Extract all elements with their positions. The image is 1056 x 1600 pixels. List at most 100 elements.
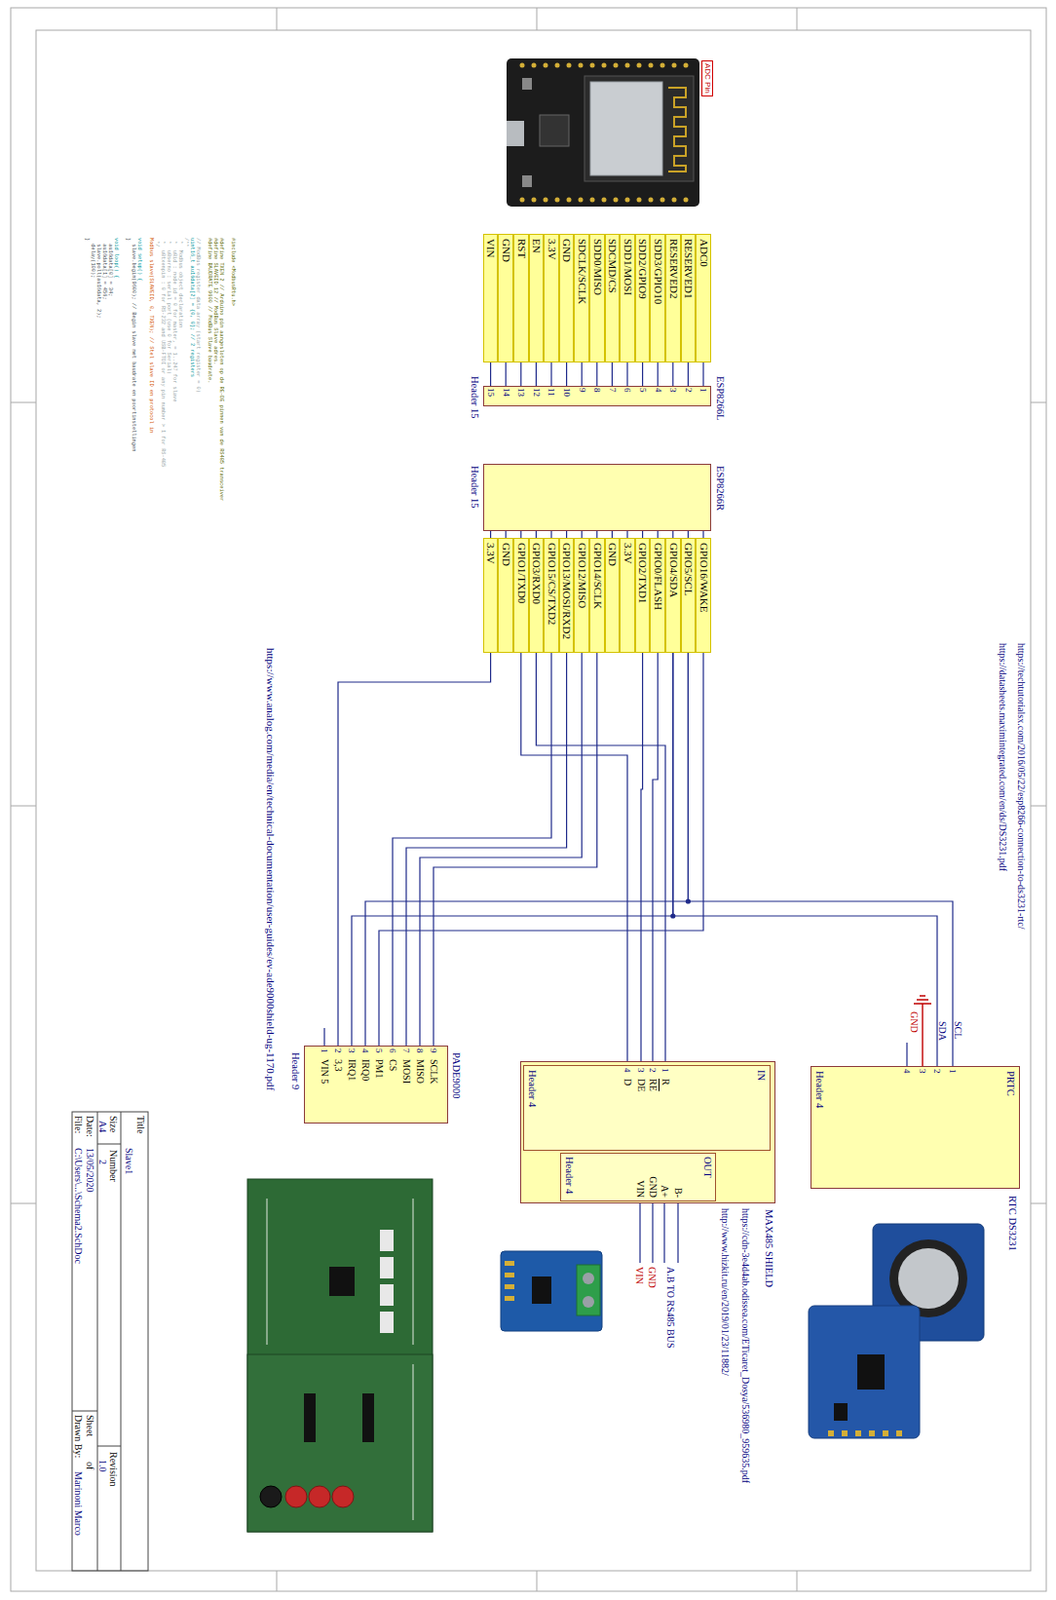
pin-name: SDCMD/CS xyxy=(604,233,621,363)
pin-row-part xyxy=(520,63,526,69)
wire-connector xyxy=(535,652,666,1065)
header-box: INHeader 4 xyxy=(523,1064,771,1151)
header-pins xyxy=(828,1430,903,1436)
pin-name: RE xyxy=(646,1078,659,1092)
pin-number: 2 xyxy=(932,1068,943,1074)
max485-photo xyxy=(500,1250,603,1331)
pin-number: 9 xyxy=(576,387,588,393)
pin-name: R xyxy=(659,1078,672,1086)
bus-wires xyxy=(640,1200,679,1263)
pin-row-part xyxy=(672,197,678,203)
component-text: Header 9 xyxy=(289,1052,302,1090)
black-terminal xyxy=(260,1485,282,1508)
pin-name: 3.3V xyxy=(543,233,560,363)
wire-connector xyxy=(419,652,582,1046)
net-label: SCL xyxy=(952,1020,964,1039)
code-line: #define TXEN 2 // Arduino pin aangeslote… xyxy=(218,237,225,501)
wire-connector xyxy=(378,652,704,1046)
pin-name: GPIO4/SDA xyxy=(665,537,681,653)
screw-terminal xyxy=(576,1264,601,1316)
photo-callout: ADC Pin xyxy=(701,60,714,97)
component-text: Header 4 xyxy=(526,1069,538,1107)
code-line: void loop() { xyxy=(113,237,119,278)
pin-row-part xyxy=(625,63,631,69)
junction-dot xyxy=(670,912,676,918)
title-block-text: Revision xyxy=(108,1451,119,1487)
header-pins-part xyxy=(882,1430,889,1436)
pin-row-part xyxy=(555,63,561,69)
pin-name: MOSI xyxy=(400,1058,413,1084)
inner-border xyxy=(36,30,1031,1571)
pin-row-part xyxy=(637,197,642,203)
eeprom-chip xyxy=(833,1402,848,1421)
usb-connector xyxy=(506,120,525,147)
header-pins xyxy=(504,1260,515,1301)
meter-chip xyxy=(329,1266,355,1296)
pin-row-part xyxy=(590,197,596,203)
component-text: Header 4 xyxy=(813,1070,826,1108)
code-line: uint16_t au16data[2] = {0, 0}; // 2 regi… xyxy=(188,237,195,378)
reference-url: http://www.hizkit.ru/en/2019/01/23/11882… xyxy=(718,1207,731,1376)
pin-number: 6 xyxy=(622,387,634,393)
header-pins-part xyxy=(868,1430,875,1436)
pin-name: RESERVED1 xyxy=(680,233,697,363)
pin-number: 3 xyxy=(667,387,679,393)
code-line: // ModBus register data array (start reg… xyxy=(194,237,201,393)
pin-number: 8 xyxy=(591,387,603,393)
wire-connector xyxy=(365,652,688,1046)
pin-name: SDCLK/SCLK xyxy=(573,233,590,363)
ct-terminal xyxy=(379,1311,394,1333)
component-name: RTC DS3231 xyxy=(1006,1195,1019,1251)
zone-ticks xyxy=(10,7,1047,1591)
pcb xyxy=(247,1178,433,1532)
pin-number: 8 xyxy=(414,1048,426,1054)
pin-name: GPIO14/SCLK xyxy=(589,537,605,653)
pin-name: SDD1/MOSI xyxy=(619,233,636,363)
title-block-text: C:\Users\...\Schema2.SchDoc xyxy=(73,1147,84,1264)
pin-name: IRQ0 xyxy=(359,1058,372,1081)
bus-wire xyxy=(640,1200,679,1263)
outer-border xyxy=(10,7,1047,1591)
title-block-text: Marinoni Marco xyxy=(73,1470,84,1536)
pin-row-part xyxy=(543,197,549,203)
pin-row-part xyxy=(672,63,678,69)
pin-row-part xyxy=(625,197,631,203)
ct-terminal xyxy=(379,1283,394,1306)
pin-name: CS xyxy=(386,1058,399,1071)
connector xyxy=(362,1393,375,1442)
max485-chip xyxy=(531,1276,552,1304)
component-name: ESP8266L xyxy=(714,376,726,421)
code-line: delay(100); xyxy=(89,237,96,278)
pin-name: VIN xyxy=(483,233,499,363)
pin-number: 14 xyxy=(500,387,512,397)
net-label: GND xyxy=(908,1011,920,1033)
pin-row-part xyxy=(660,63,666,69)
silkscreen xyxy=(266,1198,414,1520)
pin-name: A+ xyxy=(658,1155,671,1198)
red-terminal xyxy=(332,1485,354,1508)
pin-number: 7 xyxy=(606,387,618,393)
pin-number: 6 xyxy=(387,1048,399,1054)
pin-number: 1 xyxy=(660,1067,672,1073)
max485-board xyxy=(500,1250,603,1331)
pin-name: GPIO12/MISO xyxy=(573,537,590,653)
pin-name: GPIO15/CS/TXD2 xyxy=(543,537,560,653)
pin-stubs xyxy=(324,362,907,1066)
board xyxy=(506,58,700,207)
title-block-rules xyxy=(72,1111,121,1571)
pin-number: 2 xyxy=(647,1067,659,1073)
pin-number: 15 xyxy=(485,387,496,397)
pin-number: 4 xyxy=(360,1048,372,1054)
pin-name: PM1 xyxy=(373,1058,385,1078)
pin-row-part xyxy=(683,197,689,203)
header-pins-part xyxy=(841,1430,848,1436)
pin-name: GND xyxy=(559,233,575,363)
pin-name: SCLK xyxy=(427,1058,440,1085)
component-text: Header 15 xyxy=(468,376,481,418)
pcb-section xyxy=(247,1354,433,1532)
wire-connector xyxy=(521,652,628,1065)
pin-name: VIN 5 xyxy=(318,1058,331,1084)
metal-shield xyxy=(590,81,663,176)
pin-number: 4 xyxy=(622,1067,634,1073)
